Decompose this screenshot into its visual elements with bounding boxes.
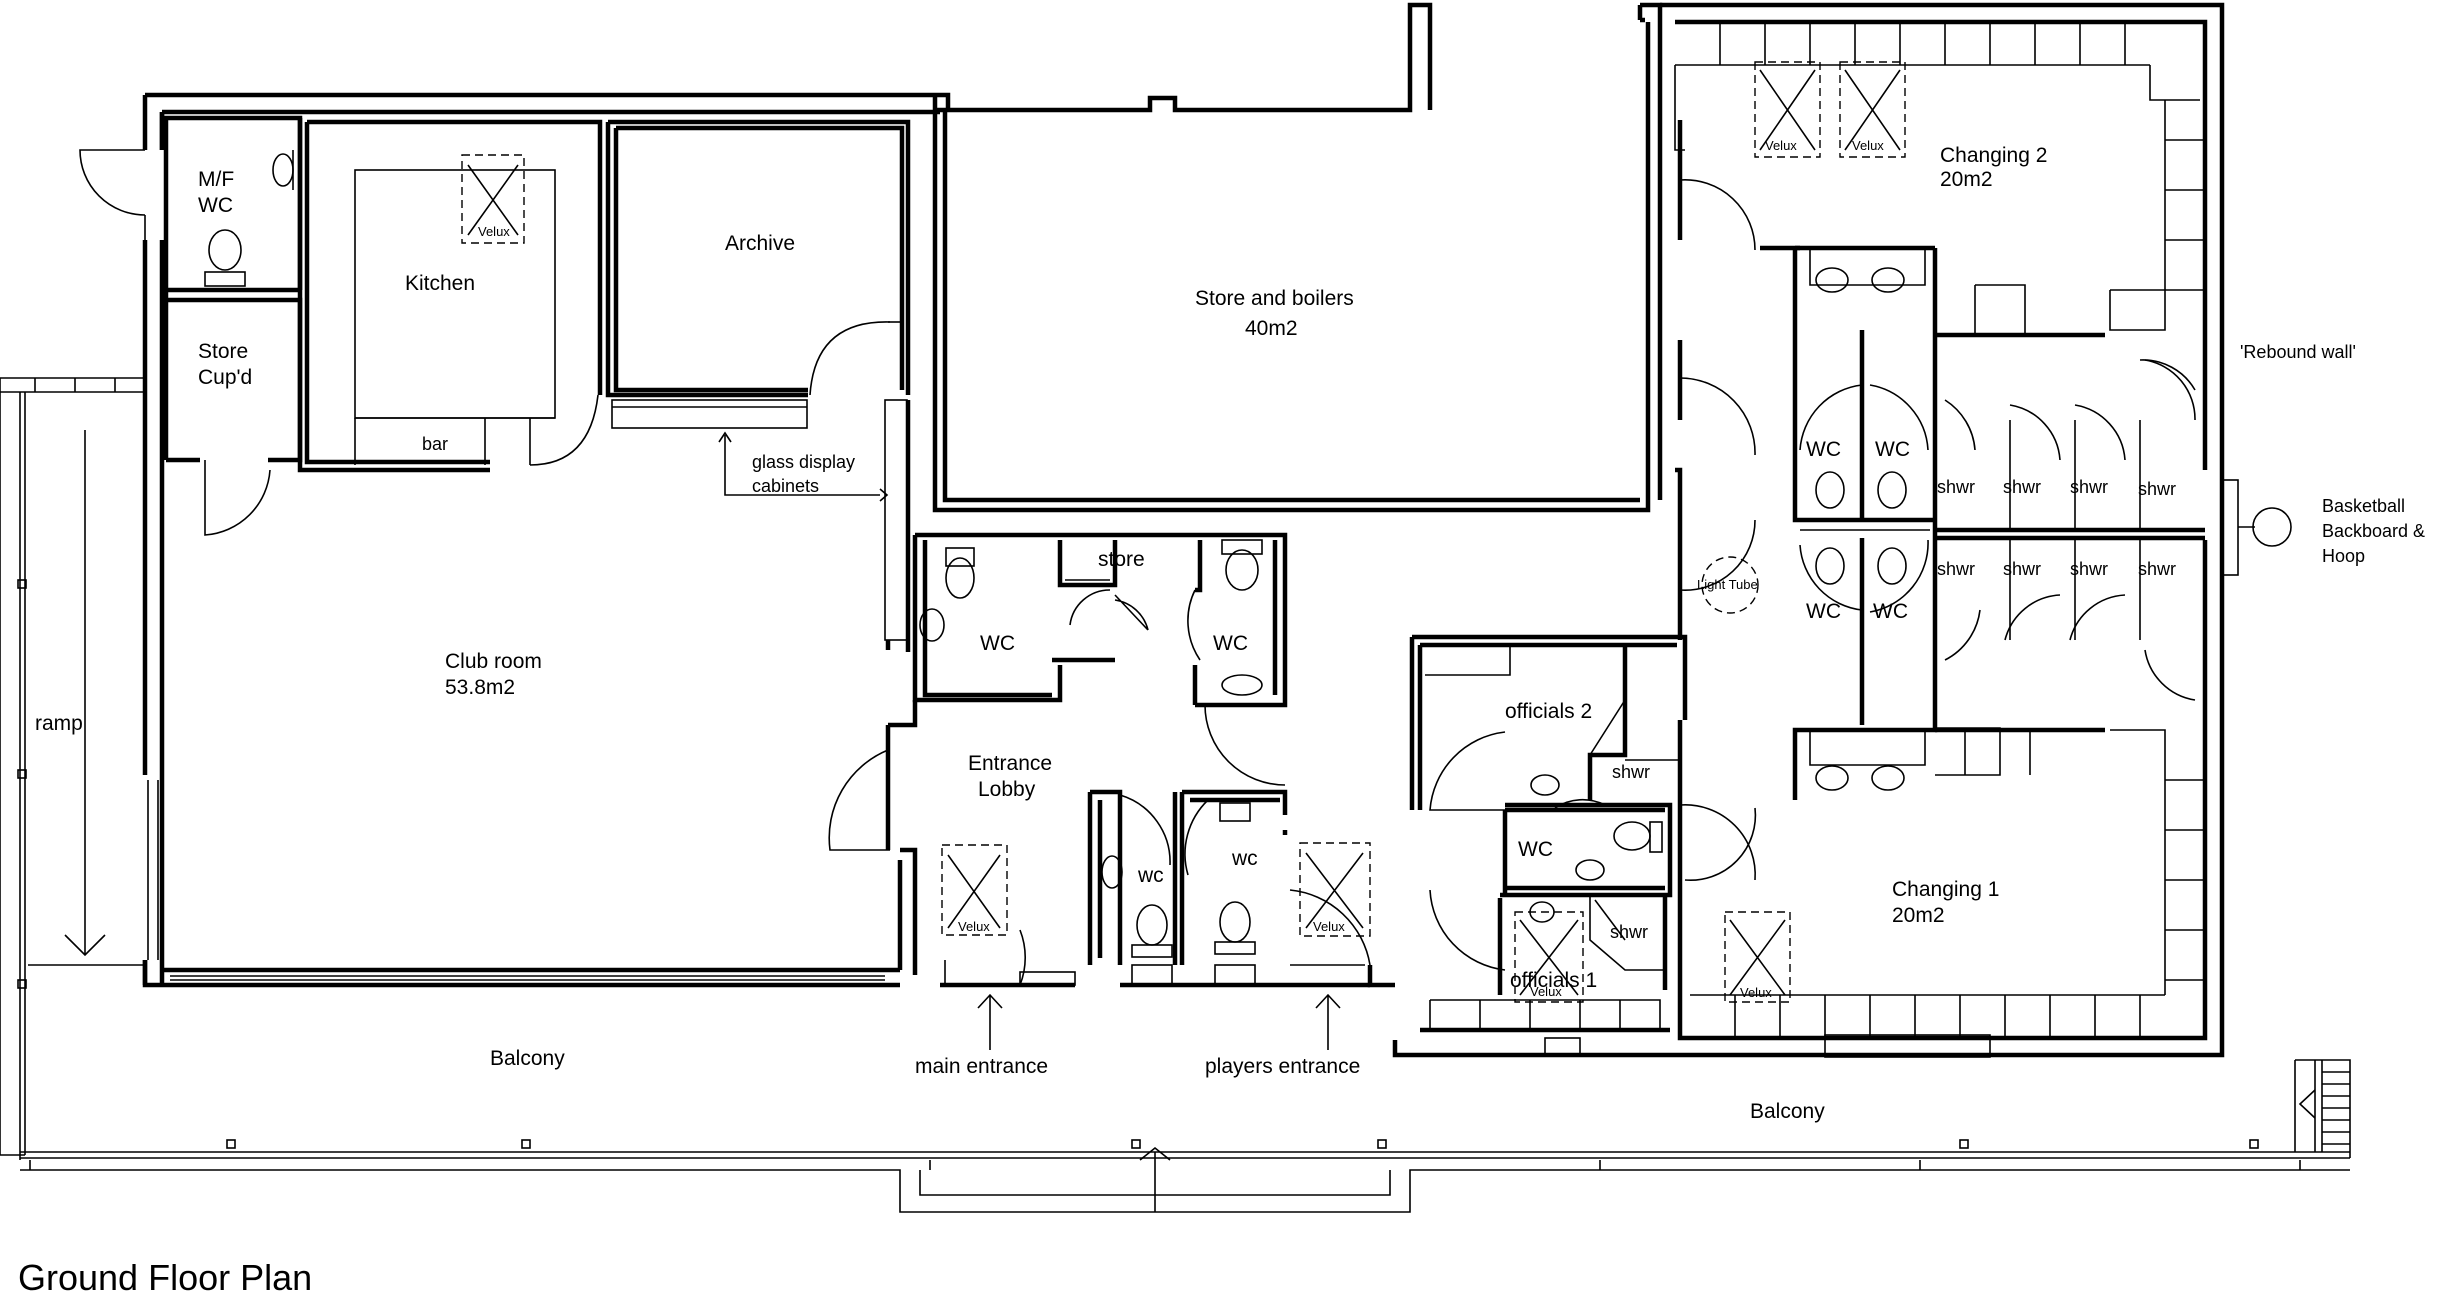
velux-label-changing-1: Velux: [1740, 985, 1772, 1000]
basketball-label-1: Basketball: [2322, 496, 2405, 516]
club-room-label-1: Club room: [445, 650, 542, 673]
velux-label-changing-2a: Velux: [1765, 138, 1797, 153]
mf-wc-label-2: WC: [198, 194, 233, 217]
changing-block: [1674, 22, 2292, 1058]
wc-changing-3-label: WC: [1806, 600, 1841, 623]
basketball-label-3: Hoop: [2322, 546, 2365, 566]
officials-wc-label: WC: [1518, 838, 1553, 861]
archive-block: [605, 119, 911, 429]
wc-changing-1-label: WC: [1806, 438, 1841, 461]
store-boilers-block: [932, 22, 1651, 513]
mf-wc-label-1: M/F: [198, 168, 234, 191]
store-cupd-label-1: Store: [198, 340, 248, 363]
changing-1-label-2: 20m2: [1892, 904, 1945, 927]
ramp-label: ramp: [35, 712, 83, 735]
entrance-lobby: [828, 700, 1076, 988]
shwr-bottom-4-label: shwr: [2138, 559, 2176, 579]
officials-block: [1409, 634, 1688, 1057]
store-cupd-label-2: Cup'd: [198, 366, 252, 389]
changing-1-label-1: Changing 1: [1892, 878, 1999, 901]
basketball-label-2: Backboard &: [2322, 521, 2425, 541]
glass-display-label-1: glass display: [752, 452, 855, 472]
drawing-title: Ground Floor Plan: [18, 1257, 312, 1294]
officials-1-label: officials 1: [1510, 969, 1597, 992]
shwr-bottom-1-label: shwr: [1937, 559, 1975, 579]
velux-label-officials: Velux: [1530, 984, 1562, 999]
bar-label: bar: [422, 434, 448, 454]
small-wc-block: [1087, 789, 1290, 988]
main-entrance-label: main entrance: [915, 1055, 1048, 1078]
players-entrance-vestibule: [1289, 842, 1395, 988]
wc-store-block: [79, 112, 303, 536]
club-room-label-2: 53.8m2: [445, 676, 515, 699]
store-boilers-label-2: 40m2: [1245, 317, 1298, 340]
wc-small-2-label: wc: [1231, 847, 1258, 870]
shwr-top-4-label: shwr: [2138, 479, 2176, 499]
entrance-lobby-label-2: Lobby: [978, 778, 1036, 801]
lobby-wc-block: [912, 532, 1288, 786]
light-tube-label: Light Tube: [1697, 577, 1758, 592]
club-room-block: [147, 400, 911, 985]
balcony-right-label: Balcony: [1750, 1100, 1825, 1123]
shwr-top-3-label: shwr: [2070, 477, 2108, 497]
store-label: store: [1098, 548, 1145, 571]
officials-2-label: officials 2: [1505, 700, 1592, 723]
wc-changing-2-label: WC: [1875, 438, 1910, 461]
entrance-lobby-label-1: Entrance: [968, 752, 1052, 775]
kitchen-label: Kitchen: [405, 272, 475, 295]
rebound-wall-label: 'Rebound wall': [2240, 342, 2356, 362]
shwr-top-2-label: shwr: [2003, 477, 2041, 497]
wc-small-1-label: wc: [1137, 864, 1164, 887]
velux-label-kitchen: Velux: [478, 224, 510, 239]
wc-changing-4-label: WC: [1873, 600, 1908, 623]
glass-display-cabinets: [718, 399, 908, 641]
store-boilers-label-1: Store and boilers: [1195, 287, 1354, 310]
shwr-top-1-label: shwr: [1937, 477, 1975, 497]
changing-2-label-1: Changing 2: [1940, 144, 2047, 167]
changing-2-label-2: 20m2: [1940, 168, 1993, 191]
shwr-officials-1-label: shwr: [1610, 922, 1648, 942]
kitchen-block: [297, 118, 603, 473]
velux-label-changing-2b: Velux: [1852, 138, 1884, 153]
shwr-bottom-2-label: shwr: [2003, 559, 2041, 579]
velux-label-lobby: Velux: [958, 919, 990, 934]
balcony-left-label: Balcony: [490, 1047, 565, 1070]
balcony: [20, 1059, 2351, 1213]
shwr-bottom-3-label: shwr: [2070, 559, 2108, 579]
wc-lobby-left-label: WC: [980, 632, 1015, 655]
wc-lobby-right-label: WC: [1213, 632, 1248, 655]
velux-label-players: Velux: [1313, 919, 1345, 934]
entrance-arrows: [977, 993, 1341, 1050]
shwr-officials-2-label: shwr: [1612, 762, 1650, 782]
ramp: [0, 377, 145, 1160]
players-entrance-label: players entrance: [1205, 1055, 1360, 1078]
glass-display-label-2: cabinets: [752, 476, 819, 496]
archive-label: Archive: [725, 232, 795, 255]
